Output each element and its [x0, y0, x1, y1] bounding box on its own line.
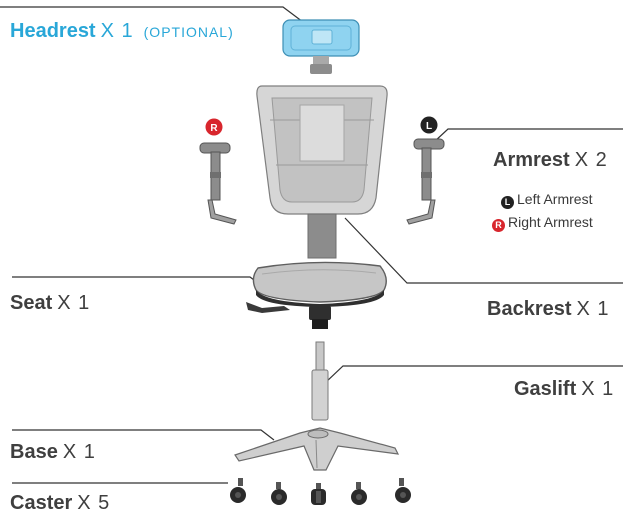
seat-name: Seat — [10, 292, 53, 314]
backrest-part — [256, 85, 388, 259]
svg-text:L: L — [426, 121, 432, 132]
caster-wheel — [351, 482, 367, 505]
caster-wheel — [311, 483, 326, 505]
caster-wheels — [230, 478, 411, 505]
svg-text:R: R — [210, 123, 218, 134]
legend-right-text: Right Armrest — [508, 214, 593, 230]
right-armrest-part — [199, 142, 237, 225]
caster-wheel — [230, 478, 246, 503]
right-armrest-badge: R — [205, 118, 223, 136]
gaslift-name: Gaslift — [514, 378, 577, 400]
seat-qty: X 1 — [57, 292, 91, 314]
headrest-optional-note: (OPTIONAL) — [143, 24, 234, 40]
gaslift-qty: X 1 — [581, 378, 615, 400]
caster-name: Caster — [10, 492, 73, 514]
seat-part — [246, 261, 387, 329]
caster-wheel — [395, 478, 411, 503]
headrest-qty: X 1 — [100, 20, 134, 42]
left-armrest-badge: L — [420, 116, 438, 134]
backrest-leader-line — [344, 217, 623, 284]
armrest-name: Armrest — [493, 149, 570, 171]
headrest-leader-line — [0, 6, 304, 23]
backrest-qty: X 1 — [576, 298, 610, 320]
caster-qty: X 5 — [77, 492, 111, 514]
caster-wheel — [271, 482, 287, 505]
headrest-part — [282, 19, 360, 74]
headrest-name: Headrest — [10, 20, 96, 42]
right-badge-icon: R — [492, 219, 505, 232]
gaslift-part — [311, 341, 329, 421]
left-armrest-part — [406, 138, 445, 225]
gaslift-leader-line — [324, 365, 623, 384]
base-qty: X 1 — [62, 441, 96, 463]
left-badge-icon: L — [501, 196, 514, 209]
backrest-name: Backrest — [487, 298, 572, 320]
armrest-leader-line — [433, 128, 623, 143]
base-leader-line — [12, 429, 275, 441]
legend-left-text: Left Armrest — [517, 191, 593, 207]
base-name: Base — [10, 441, 58, 463]
armrest-qty: X 2 — [574, 149, 608, 171]
base-part — [234, 427, 400, 471]
seat-leader-line — [12, 276, 263, 287]
